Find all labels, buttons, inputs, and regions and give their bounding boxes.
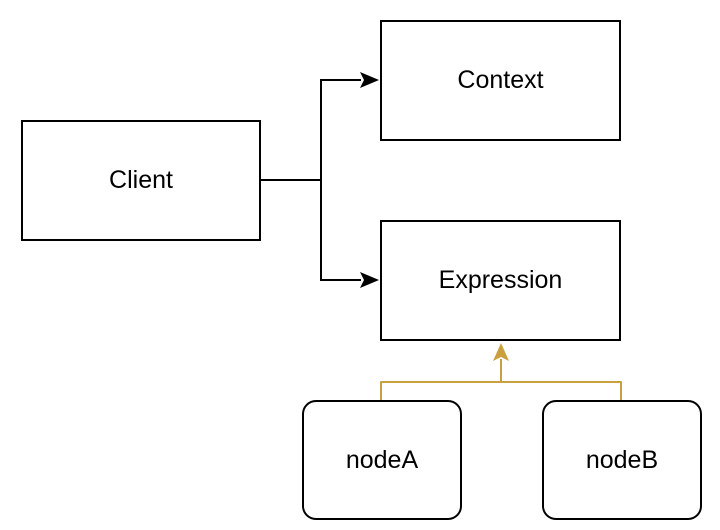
node-nodeA-label: nodeA [345,445,419,474]
node-client: Client [21,120,261,241]
node-context-label: Context [457,66,544,94]
node-expression: Expression [380,220,621,341]
edge-client-context [261,79,361,181]
node-expression-label: Expression [438,266,563,294]
node-context: Context [380,20,621,141]
edge-client-expression [320,180,361,281]
node-nodeB-label: nodeB [585,445,659,474]
arrowhead-client-context [360,72,379,88]
arrowhead-bus-expression [493,343,509,361]
node-client-label: Client [109,166,173,194]
node-nodeB: nodeB [542,400,702,520]
edge-nodes-bus [380,381,622,400]
node-nodeA: nodeA [302,400,462,520]
arrowhead-client-expression [360,272,379,288]
